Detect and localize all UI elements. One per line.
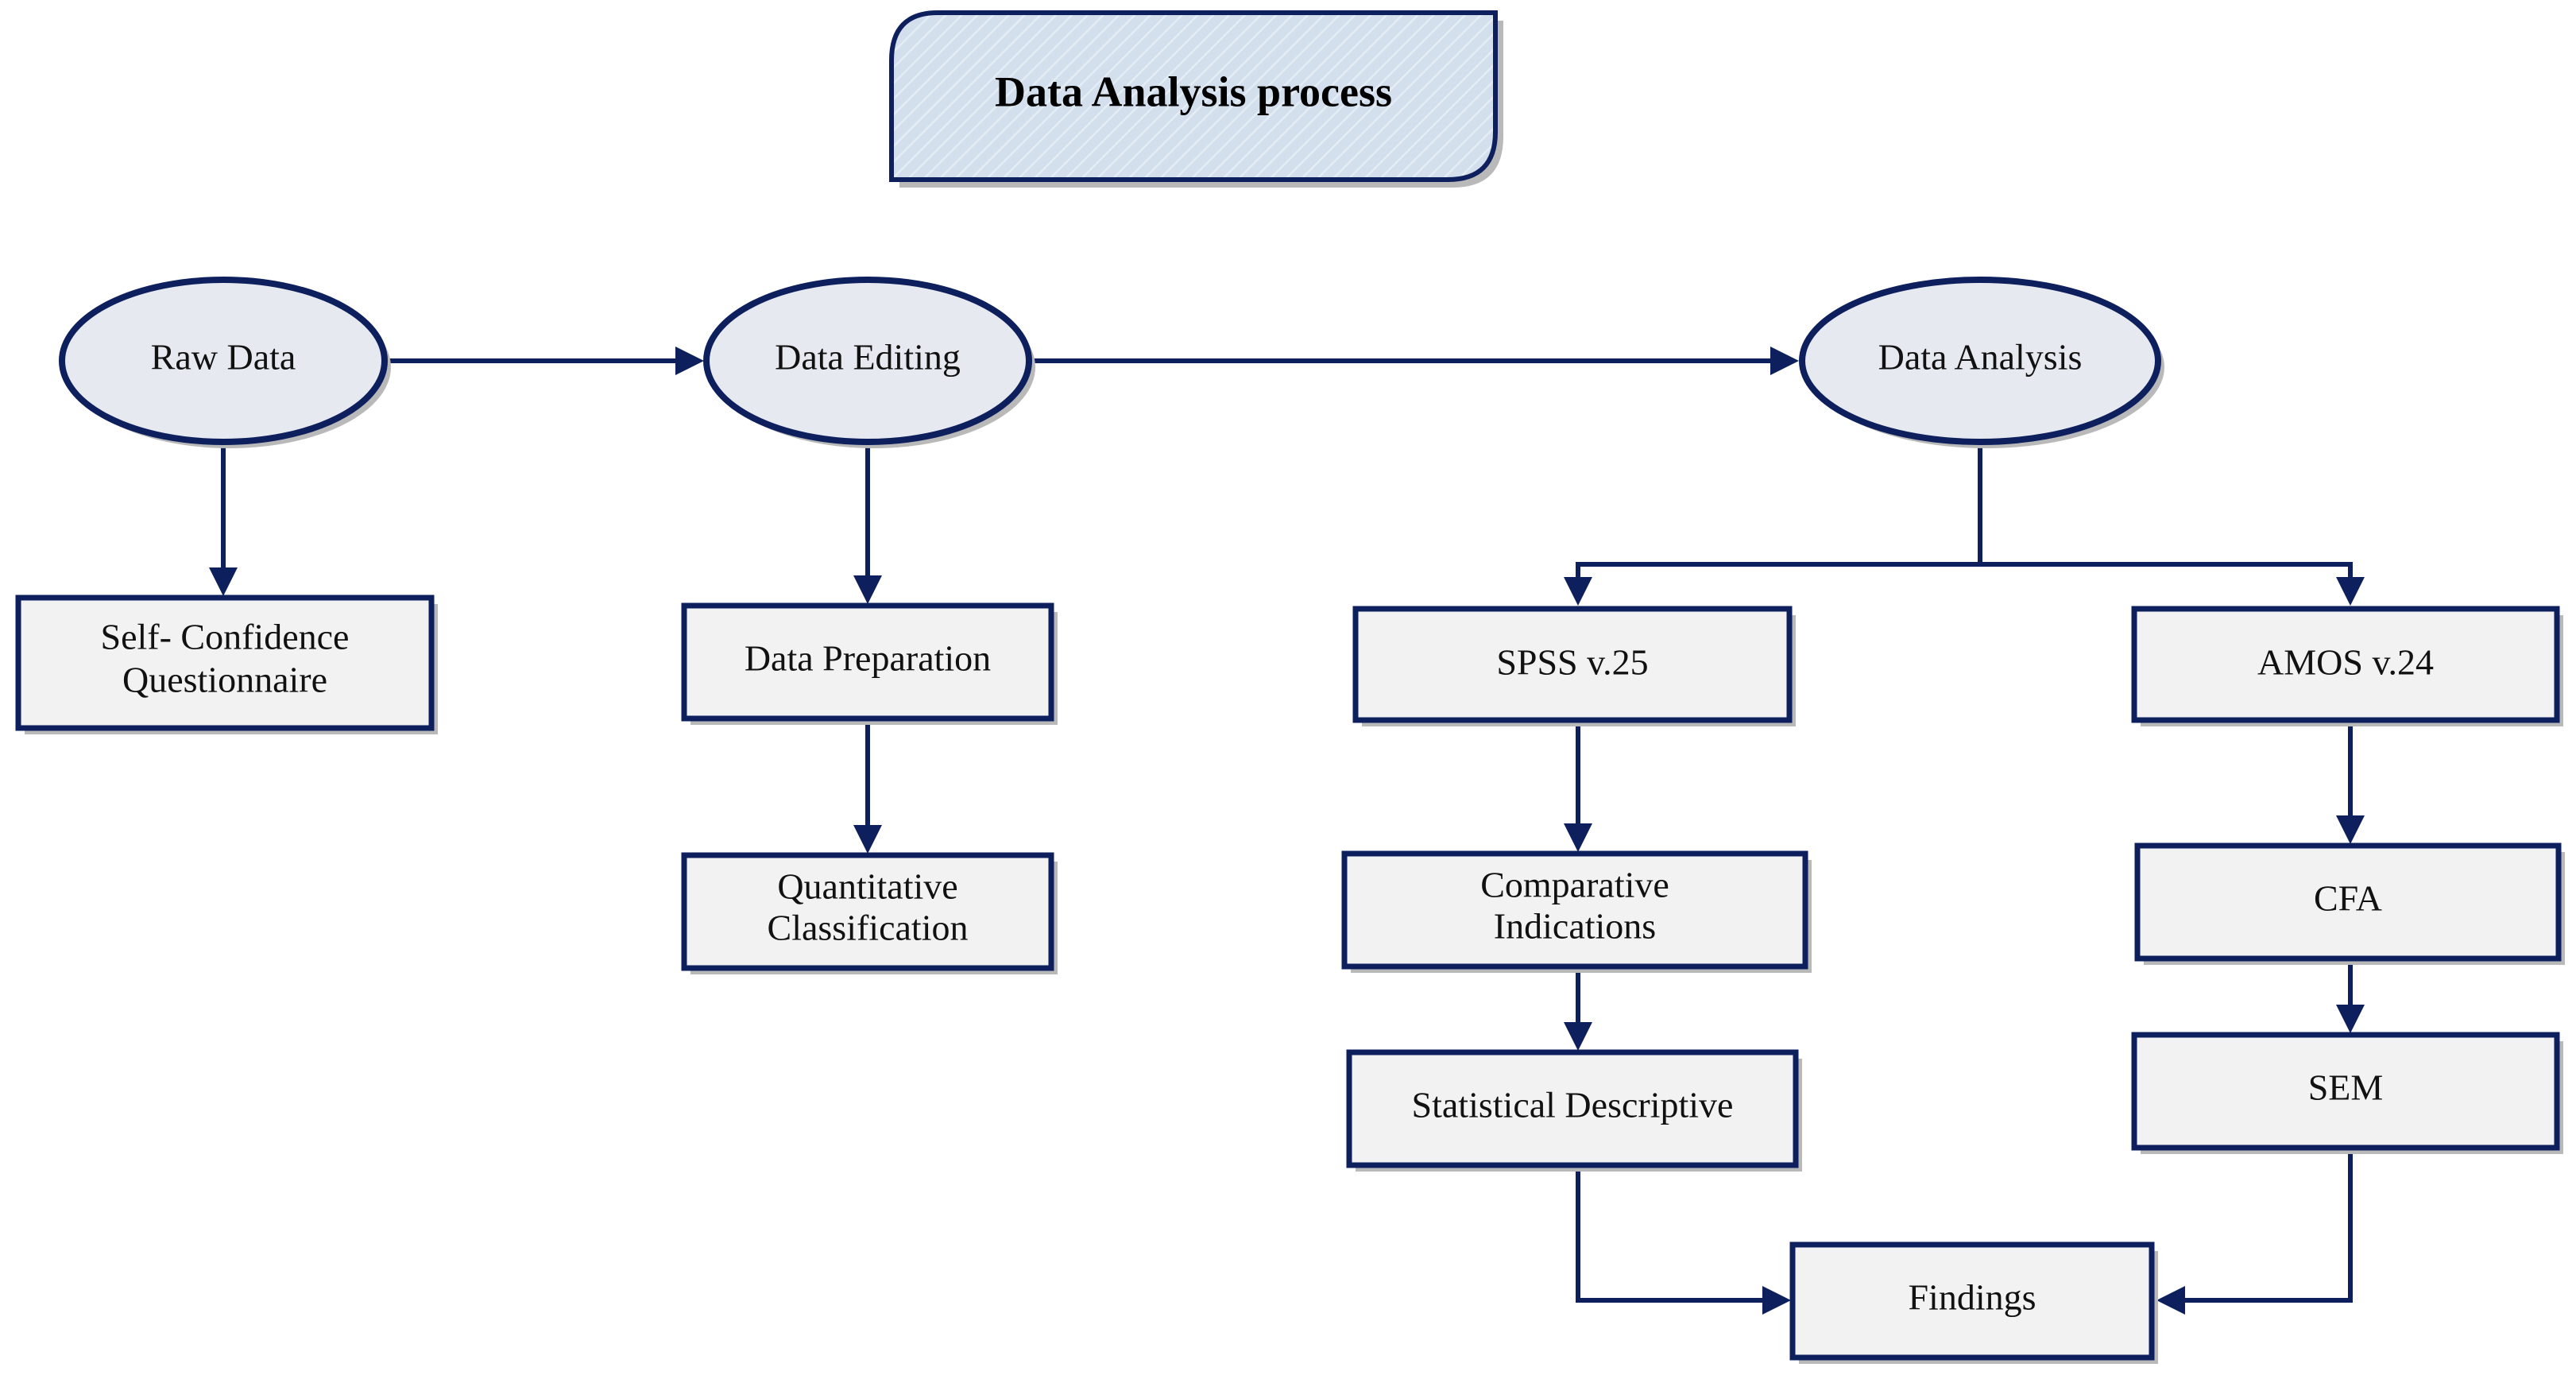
node-comparative-indications: Comparative Indications — [1341, 850, 1812, 973]
node-findings: Findings — [1789, 1241, 2158, 1364]
arrow-head — [2336, 1005, 2365, 1033]
arrow-head — [1564, 823, 1592, 852]
diagram-title: Data Analysis process — [995, 68, 1392, 115]
node-label: CFA — [2314, 878, 2382, 919]
node-label-line-1: Quantitative — [777, 866, 957, 907]
title-shape: Data Analysis process — [889, 10, 1503, 188]
edge-analysis-branch — [1576, 442, 1982, 580]
node-label: AMOS v.24 — [2257, 642, 2434, 683]
arrow-head — [1770, 347, 1799, 375]
node-label: Data Editing — [775, 337, 961, 378]
arrow-head — [1564, 577, 1592, 606]
arrow-head — [1564, 1022, 1592, 1051]
node-sem: SEM — [2131, 1032, 2563, 1154]
node-quantitative-classification: Quantitative Classification — [681, 852, 1058, 974]
arrow-head — [853, 575, 882, 604]
node-raw-data: Raw Data — [59, 277, 391, 448]
node-cfa: CFA — [2134, 842, 2565, 965]
node-label-line-1: Self- Confidence — [101, 617, 350, 657]
node-spss: SPSS v.25 — [1352, 606, 1796, 726]
arrow-head — [2156, 1286, 2185, 1315]
node-label-line-2: Questionnaire — [122, 660, 327, 700]
arrow-head — [675, 347, 704, 375]
node-label: Data Analysis — [1878, 337, 2083, 378]
arrow-head — [2336, 577, 2365, 606]
arrow-head — [2336, 815, 2365, 844]
node-label-line-2: Classification — [768, 908, 969, 948]
node-data-editing: Data Editing — [703, 277, 1035, 448]
edges — [209, 347, 2365, 1315]
edge-sem-to-findings — [2182, 1148, 2353, 1303]
node-amos: AMOS v.24 — [2131, 606, 2563, 726]
node-data-preparation: Data Preparation — [681, 602, 1058, 725]
node-label: SPSS v.25 — [1496, 642, 1648, 683]
node-label-line-1: Comparative — [1480, 865, 1669, 905]
node-statistical-descriptive: Statistical Descriptive — [1346, 1049, 1802, 1172]
node-label: Statistical Descriptive — [1412, 1085, 1734, 1125]
arrow-head — [853, 825, 882, 854]
edge-analysis-branch-right — [1980, 562, 2353, 580]
edge-statistical-to-findings — [1576, 1165, 1766, 1303]
node-data-analysis: Data Analysis — [1799, 277, 2164, 448]
node-label: SEM — [2308, 1067, 2384, 1108]
node-label: Raw Data — [151, 337, 296, 378]
arrow-head — [209, 567, 238, 596]
node-label: Data Preparation — [745, 638, 991, 679]
node-self-confidence-questionnaire: Self- Confidence Questionnaire — [15, 595, 438, 734]
node-label: Findings — [1908, 1277, 2036, 1318]
node-label-line-2: Indications — [1494, 906, 1656, 947]
arrow-head — [1762, 1286, 1791, 1315]
